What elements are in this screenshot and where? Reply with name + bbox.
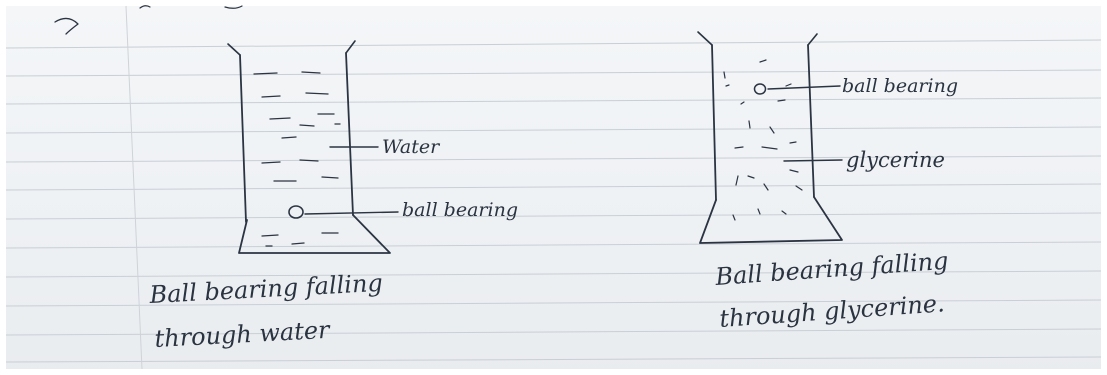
top-mark-1: [139, 5, 151, 9]
top-mark-2: [224, 5, 243, 9]
left-ball-leader: [304, 211, 399, 215]
left-beaker-base: [238, 214, 391, 254]
left-beaker-wall-right: [345, 52, 354, 216]
glycerine-specks: [723, 59, 803, 221]
right-ball-leader: [767, 85, 841, 90]
right-caption-line1: Ball bearing falling: [713, 247, 949, 291]
right-beaker-wall-right: [807, 44, 815, 198]
photo-border-right: [1101, 0, 1107, 375]
right-beaker-wall-left: [711, 44, 717, 201]
left-label-water: Water: [382, 136, 441, 158]
right-ball-bearing: [753, 83, 767, 95]
right-glycerine-leader: [783, 159, 843, 162]
photo-border-bottom: [0, 369, 1107, 375]
right-label-ball-bearing: ball bearing: [842, 75, 958, 97]
left-beaker: [227, 40, 399, 254]
left-caption-line2: through water: [154, 316, 332, 353]
water-dashes: [253, 71, 341, 247]
photo-border-top: [0, 0, 1107, 6]
ruled-lines: [5, 39, 1102, 363]
margin-line: [125, 5, 143, 370]
right-beaker-base: [699, 196, 843, 244]
photo-border-left: [0, 0, 6, 375]
left-beaker-wall-left: [239, 54, 247, 223]
corner-scribble: [54, 17, 79, 35]
left-ball-bearing: [288, 205, 304, 219]
right-beaker: [697, 31, 843, 244]
right-label-glycerine: glycerine: [846, 148, 945, 172]
right-caption-line2: through glycerine.: [718, 289, 945, 333]
left-label-ball-bearing: ball bearing: [402, 199, 518, 221]
left-caption-line1: Ball bearing falling: [148, 269, 384, 309]
